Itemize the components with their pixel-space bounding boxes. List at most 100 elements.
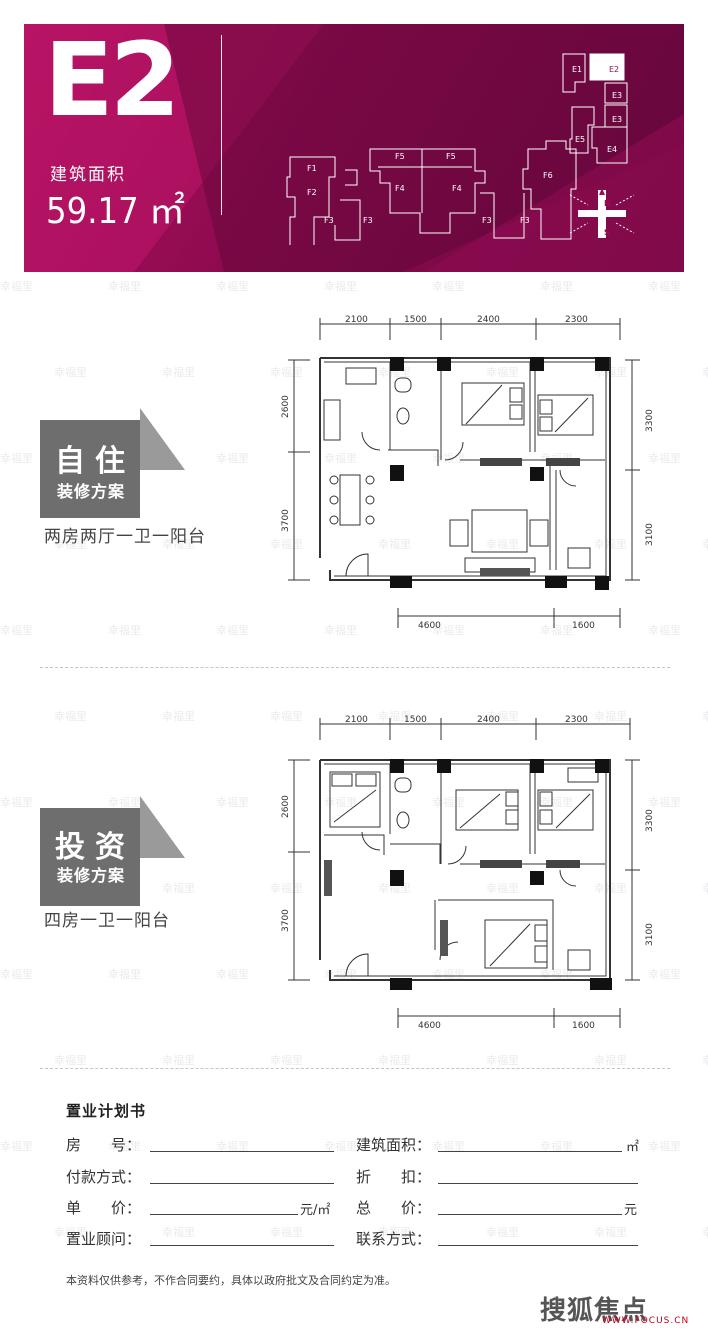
watermark-text: 幸福里 bbox=[0, 1139, 33, 1153]
watermark-text: 幸福里 bbox=[702, 881, 708, 895]
watermark-text: 幸福里 bbox=[162, 881, 195, 895]
watermark-text: 幸福里 bbox=[486, 1225, 519, 1239]
label-discount: 折 扣： bbox=[356, 1168, 432, 1186]
watermark-text: 幸福里 bbox=[702, 365, 708, 379]
watermark-text: 幸福里 bbox=[162, 365, 195, 379]
section-divider bbox=[40, 667, 670, 668]
watermark-text: 幸福里 bbox=[162, 1053, 195, 1067]
dim-bottom-2: 1600 bbox=[572, 1021, 595, 1031]
watermark-text: 幸福里 bbox=[378, 537, 411, 551]
area-label: 建筑面积 bbox=[50, 165, 126, 185]
watermark-text: 幸福里 bbox=[54, 537, 87, 551]
watermark-text: 幸福里 bbox=[0, 451, 33, 465]
watermark-text: 幸福里 bbox=[702, 537, 708, 551]
svg-text:F5: F5 bbox=[446, 152, 456, 161]
svg-text:E4: E4 bbox=[607, 145, 617, 154]
svg-text:F5: F5 bbox=[395, 152, 405, 161]
input-unit-price[interactable] bbox=[150, 1213, 298, 1215]
dim-left-1: 2600 bbox=[281, 395, 291, 418]
watermark-text: 幸福里 bbox=[0, 795, 33, 809]
svg-text:F4: F4 bbox=[452, 184, 462, 193]
svg-text:F4: F4 bbox=[395, 184, 405, 193]
input-contact[interactable] bbox=[438, 1244, 638, 1246]
watermark-text: 幸福里 bbox=[270, 1053, 303, 1067]
watermark-text: 幸福里 bbox=[648, 279, 681, 293]
floor-plan-investment: 2100 1500 2400 2300 4600 1600 2600 3700 … bbox=[281, 715, 655, 1031]
watermark-text: 幸福里 bbox=[108, 623, 141, 637]
svg-text:S: S bbox=[604, 228, 610, 237]
watermark-text: 幸福里 bbox=[54, 1225, 87, 1239]
watermark-text: 幸福里 bbox=[648, 1139, 681, 1153]
watermark-text: 幸福里 bbox=[378, 1053, 411, 1067]
watermark-text: 幸福里 bbox=[216, 451, 249, 465]
watermark-text: 幸福里 bbox=[324, 1139, 357, 1153]
watermark-text: 幸福里 bbox=[486, 1053, 519, 1067]
dim-right-2: 3100 bbox=[645, 923, 655, 946]
watermark-text: 幸福里 bbox=[378, 1225, 411, 1239]
watermark-text: 幸福里 bbox=[216, 795, 249, 809]
badge-subtitle-self-use: 装修方案 bbox=[57, 482, 126, 501]
watermark-text: 幸福里 bbox=[270, 365, 303, 379]
watermark-text: 幸福里 bbox=[54, 709, 87, 723]
dim-top-2: 1500 bbox=[404, 315, 427, 325]
caption-self-use: 两房两厅一卫一阳台 bbox=[44, 527, 206, 547]
watermark-text: 幸福里 bbox=[486, 881, 519, 895]
watermark-text: 幸福里 bbox=[0, 623, 33, 637]
watermark-text: 幸福里 bbox=[324, 451, 357, 465]
watermark-text: 幸福里 bbox=[378, 709, 411, 723]
label-unit-price: 单 价： bbox=[66, 1199, 142, 1217]
input-payment[interactable] bbox=[150, 1182, 334, 1184]
watermark-text: 幸福里 bbox=[216, 1139, 249, 1153]
watermark-text: 幸福里 bbox=[54, 365, 87, 379]
watermark-text: 幸福里 bbox=[486, 365, 519, 379]
svg-text:F1: F1 bbox=[307, 164, 317, 173]
watermark-text: 幸福里 bbox=[162, 709, 195, 723]
building-f1-outline bbox=[286, 156, 336, 245]
badge-subtitle-investment: 装修方案 bbox=[57, 866, 126, 885]
watermark-text: 幸福里 bbox=[648, 451, 681, 465]
watermark-text: 幸福里 bbox=[594, 1225, 627, 1239]
input-consultant[interactable] bbox=[150, 1244, 334, 1246]
dim-left-2: 3700 bbox=[281, 909, 291, 932]
watermark-text: 幸福里 bbox=[108, 1139, 141, 1153]
svg-text:F6: F6 bbox=[543, 171, 553, 180]
watermark-text: 幸福里 bbox=[108, 967, 141, 981]
svg-text:F3: F3 bbox=[363, 216, 373, 225]
input-building-area[interactable] bbox=[438, 1150, 622, 1152]
svg-text:E5: E5 bbox=[575, 135, 585, 144]
dim-top-4: 2300 bbox=[565, 715, 588, 725]
watermark-text: 幸福里 bbox=[270, 1225, 303, 1239]
watermark-text: 幸福里 bbox=[432, 795, 465, 809]
dim-top-1: 2100 bbox=[345, 315, 368, 325]
svg-text:N: N bbox=[604, 199, 611, 208]
building-f5-outline bbox=[369, 148, 486, 234]
label-total-price: 总 价： bbox=[356, 1199, 432, 1217]
logo-url: WWW.FOCUS.CN bbox=[602, 1316, 690, 1326]
banner-divider bbox=[221, 35, 222, 215]
dim-top-3: 2400 bbox=[477, 715, 500, 725]
compass-icon: N S bbox=[569, 188, 635, 238]
watermark-text: 幸福里 bbox=[648, 795, 681, 809]
dim-top-2: 1500 bbox=[404, 715, 427, 725]
label-payment: 付款方式： bbox=[66, 1168, 142, 1186]
svg-text:F3: F3 bbox=[324, 216, 334, 225]
dim-left-2: 3700 bbox=[281, 509, 291, 532]
watermark-text: 幸福里 bbox=[648, 623, 681, 637]
unit-total: 元 bbox=[624, 1203, 638, 1218]
site-label: E1 bbox=[572, 65, 582, 74]
svg-text:E3: E3 bbox=[612, 91, 622, 100]
badge-investment bbox=[40, 796, 185, 906]
watermark-text: 幸福里 bbox=[162, 537, 195, 551]
svg-text:F3: F3 bbox=[520, 216, 530, 225]
label-room-no: 房 号： bbox=[66, 1136, 142, 1154]
input-total-price[interactable] bbox=[438, 1213, 622, 1215]
dim-right-1: 3300 bbox=[645, 809, 655, 832]
input-discount[interactable] bbox=[438, 1182, 638, 1184]
watermark-text: 幸福里 bbox=[432, 967, 465, 981]
watermark-text: 幸福里 bbox=[162, 1225, 195, 1239]
dim-right-2: 3100 bbox=[645, 523, 655, 546]
input-room-no[interactable] bbox=[150, 1150, 334, 1152]
watermark-text: 幸福里 bbox=[594, 1053, 627, 1067]
svg-text:F2: F2 bbox=[307, 188, 317, 197]
